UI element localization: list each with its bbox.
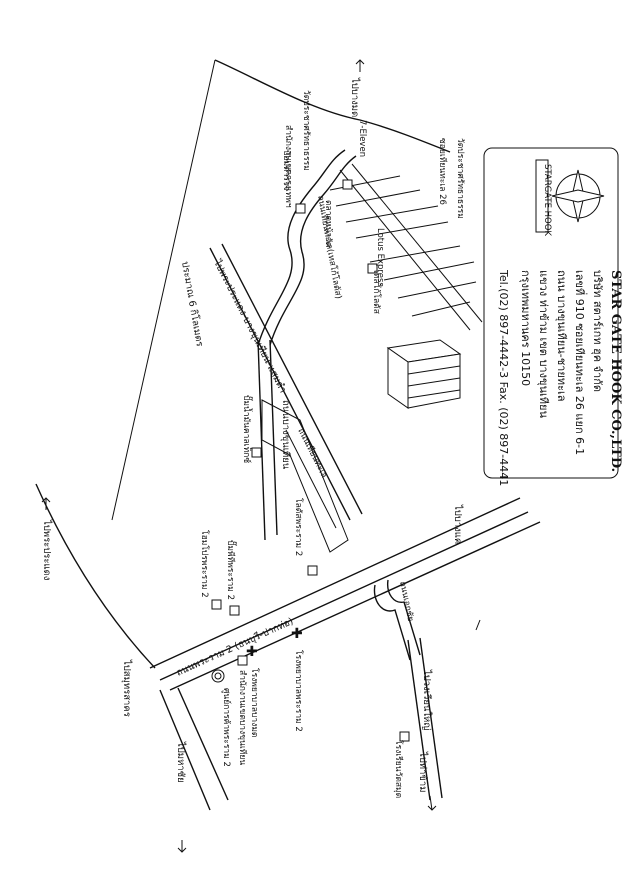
landmark-7eleven: 7-Eleven [357, 120, 367, 157]
landmark-hospital-rama2: โรงพยาบาลพระราม 2 [293, 650, 304, 732]
company-building-icon [386, 339, 462, 409]
landmark-homepro: โฮมโปรพระราม 2 [199, 530, 210, 598]
hospital-cross-icon-2: ✚ [246, 644, 258, 660]
lower-diagonal [159, 689, 211, 811]
company-address-3: แขวง ท่าข้าม เขต บางขุนเทียน [537, 270, 550, 418]
direction-samutsakhon: ไปสมุทรสาคร [121, 659, 133, 717]
soi-grid [329, 163, 483, 331]
distance-line [111, 59, 216, 521]
landmark-lotus-rama2: โลตัสพระราม 2 [293, 498, 304, 556]
landmark-caltex: ปั๊มน้ำมันคาลเท็กซ์ [241, 395, 254, 463]
company-address-2: ถนน บางขุนเทียน-ชายทะเล [555, 270, 568, 401]
soi-label: ซอยเทียนทะเล 26 [437, 138, 448, 205]
landmark-hospital-bangmod: โรงพยาบาลบางมด [249, 668, 260, 737]
distance-label: ประมาณ 6 กิโลเมตร [179, 260, 206, 347]
shopping-center-icon [211, 669, 225, 683]
tienthale-service-label: ถนนเทียนทะเล [295, 426, 329, 479]
landmark-market: ตลาดหน้าวัด [323, 200, 334, 248]
rama2-label: ถนนพระราม 2 (ธนบุรี-ปากท่อ) [174, 615, 295, 679]
company-info-card: STAR GATE HOOK CO.,LTD. บริษัท สตาร์เกท … [483, 147, 623, 486]
bangkhunthian-chaithale-road [209, 243, 363, 521]
landmark-police: ป้อมตำรวจ [281, 150, 292, 191]
right-vertical-road [407, 637, 443, 801]
direction-bangmod: ไปบางมด [349, 77, 361, 117]
direction-phrapradaeng: ไปพระประแดง [41, 519, 53, 580]
direction-thakham: ไปท่าข้าม [417, 751, 429, 793]
landmark-tesco: เทสโก้โลตัส [371, 270, 382, 315]
direction-wongwian: ไปวงเวียนใหญ่ [421, 669, 433, 730]
tienthale-road-left [257, 339, 278, 541]
lower-left-curve [35, 483, 156, 669]
company-logo-icon: STARGATE HOOK [535, 159, 605, 236]
company-address-1: เลขที่ 910 ซอยเทียนทะเล 26 แยก 6-1 [573, 270, 588, 455]
landmark-bkk-office: สำนักงานเขตกรุงเทพฯ [283, 125, 293, 208]
ekachai-label: ถนนเอกชัย [397, 581, 415, 623]
direction-mahachai: ไปมหาชัย [175, 741, 187, 783]
company-name-en: STAR GATE HOOK CO.,LTD. [608, 270, 623, 472]
landmark-district-office: สำนักงานเขตบางขุนเทียน [237, 670, 248, 765]
company-contact: Tel.(02) 897-4442-3 Fax. (02) 897-4441 [497, 269, 510, 486]
landmark-ptt: ปั๊มพีทีพระราม 2 [225, 540, 238, 600]
landmark-temple: วัดประชาศรัทธาธรรม [301, 90, 311, 171]
lower-diagonal-2 [177, 687, 229, 801]
ekachai-branch-b [387, 579, 421, 656]
landmark-shopping-center: ศูนย์การค้าพระราม 2 [221, 688, 232, 767]
bangkhunthian-road-label: ถนนบางขุนเทียน [280, 400, 292, 470]
company-address-4: กรุงเทพมหานคร 10150 [519, 270, 532, 386]
landmark-lotus-express: Lotus Express [375, 228, 385, 287]
upper-curve [214, 59, 451, 153]
winding-road-a [257, 149, 346, 346]
direction-bangkhae: ไปบางแค [452, 504, 464, 544]
rama2-highway [149, 497, 541, 691]
company-name-th: บริษัท สตาร์เกท ฮุค จำกัด [591, 270, 604, 392]
chokchai-label: วัดประชาศรัทธาธรรม [455, 138, 465, 219]
landmark-markers [211, 179, 410, 742]
company-logo-text: STARGATE HOOK [542, 164, 552, 236]
direction-arrows [41, 59, 481, 853]
junction-inner [285, 429, 337, 529]
ekachai-branch-a [373, 584, 411, 661]
landmark-school: โรงเรียนวัดสมุด [393, 740, 404, 798]
hospital-cross-icon: ✚ [291, 626, 303, 642]
winding-road-b [269, 155, 357, 346]
